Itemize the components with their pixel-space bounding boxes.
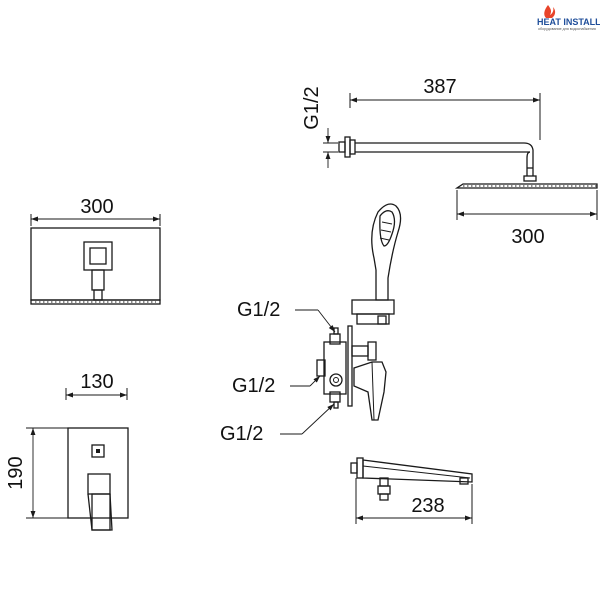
arm-length-label: 387 [423, 76, 456, 98]
head-width-side-label: 300 [511, 226, 544, 248]
mixer-plate-front-view: 130 190 [5, 371, 129, 531]
bath-spout-side-view: 238 [350, 457, 473, 524]
arm-thread-label: G1/2 [301, 86, 323, 129]
head-width-front-label: 300 [80, 196, 113, 218]
logo-tagline: оборудование для водоснабжения [538, 27, 596, 31]
shower-head-front-view: 300 [30, 196, 161, 305]
hand-shower-side-view [351, 203, 402, 325]
thread-callout-2: G1/2 [232, 375, 321, 397]
connection-label-2: G1/2 [232, 375, 275, 397]
mixer-body-side-view [316, 325, 387, 421]
connection-label-1: G1/2 [237, 299, 280, 321]
spout-length-label: 238 [411, 495, 444, 517]
plate-height-label: 190 [5, 456, 27, 489]
brand-logo: HEAT INSTALL оборудование для водоснабже… [537, 5, 600, 31]
thread-callout-1: G1/2 [237, 299, 336, 333]
plate-width-label: 130 [80, 371, 113, 393]
shower-head-side-view: 300 [454, 183, 598, 248]
thread-callout-3: G1/2 [220, 403, 335, 445]
flame-icon [544, 5, 556, 18]
connection-label-3: G1/2 [220, 423, 263, 445]
shower-arm-side-view: 387 G1/2 [301, 76, 541, 182]
logo-name: HEAT INSTALL [537, 17, 600, 27]
